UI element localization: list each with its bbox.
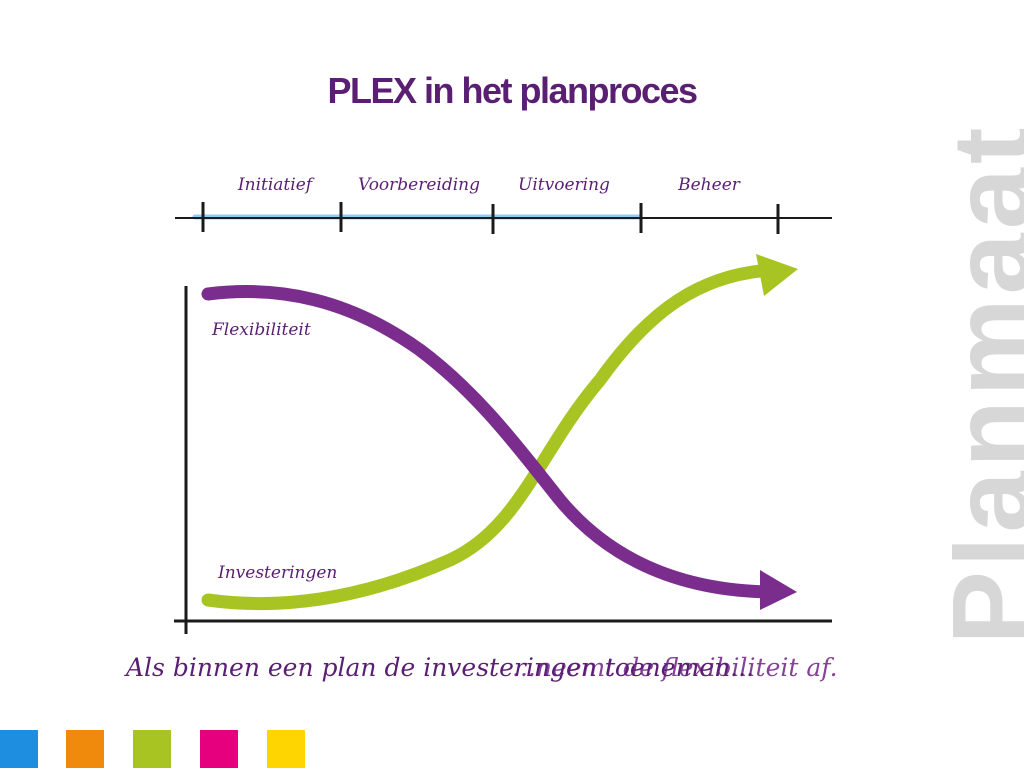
phase-label-beheer: Beheer	[677, 175, 741, 195]
investment-label: Investeringen	[217, 563, 337, 583]
caption-front: Als binnen een plan de investeringen toe…	[124, 653, 754, 682]
caption-back: ...neemt de flexibiliteit af.	[512, 653, 838, 682]
square-blue	[0, 730, 38, 768]
investment-arrowhead	[756, 254, 798, 296]
investment-curve-line	[201, 263, 777, 611]
flexibility-arrowhead	[760, 570, 797, 610]
flexibility-label: Flexibiliteit	[211, 320, 311, 340]
page-title: PLEX in het planproces	[327, 70, 698, 111]
graph-axes	[174, 286, 832, 634]
investment-curve: Investeringen	[201, 254, 798, 611]
phase-label-voorbereiding: Voorbereiding	[358, 175, 480, 195]
phase-label-initiatief: Initiatief	[237, 175, 315, 195]
phase-label-uitvoering: Uitvoering	[518, 175, 610, 195]
flexibility-curve-line	[201, 285, 775, 599]
timeline: Initiatief Voorbereiding Uitvoering Behe…	[175, 175, 832, 234]
square-orange	[66, 730, 104, 768]
color-squares	[0, 730, 330, 768]
square-magenta	[200, 730, 238, 768]
caption: ...neemt de flexibiliteit af. Als binnen…	[124, 653, 838, 682]
square-green	[133, 730, 171, 768]
flexibility-curve: Flexibiliteit	[201, 285, 797, 610]
square-yellow	[267, 730, 305, 768]
